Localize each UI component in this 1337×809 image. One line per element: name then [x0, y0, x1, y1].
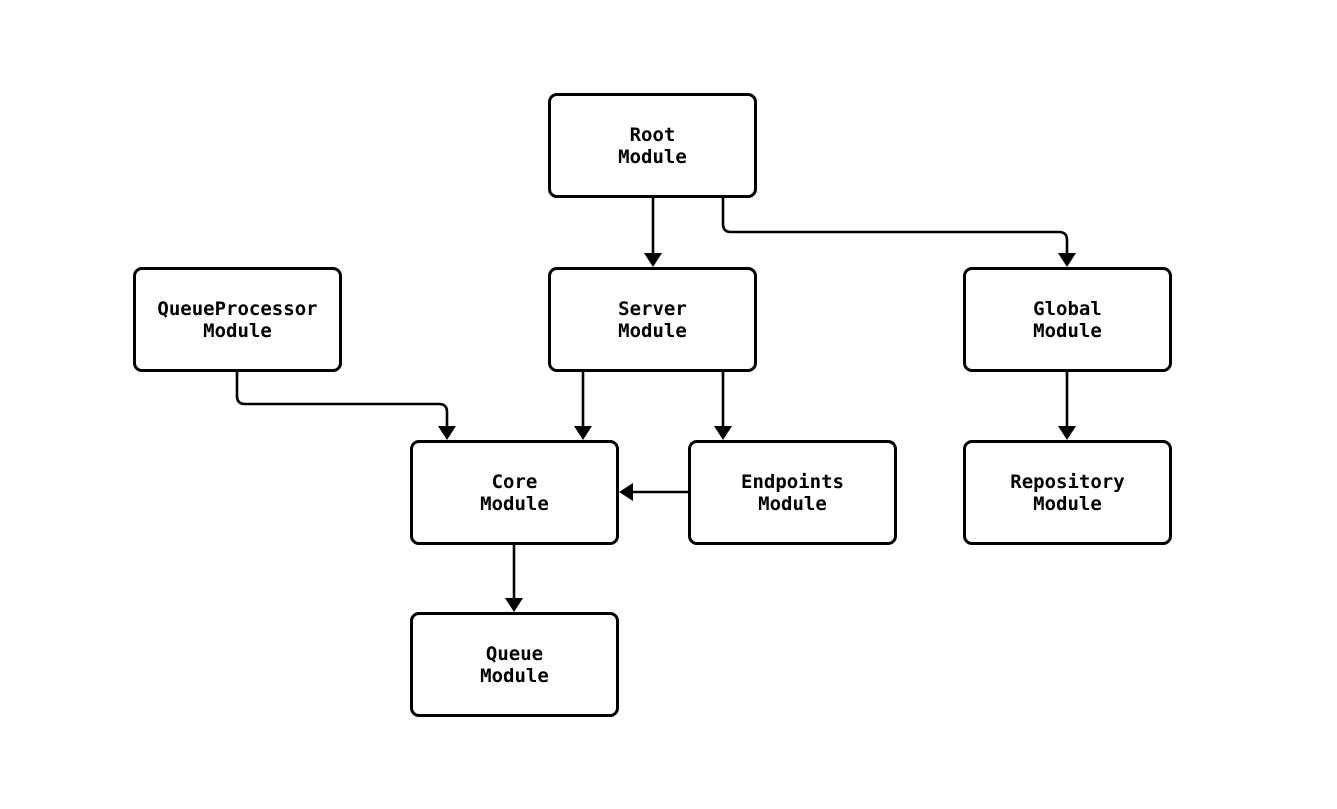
node-root-module-label: Root Module [618, 123, 687, 168]
edge-root-to-global [721, 198, 1076, 267]
node-repository-module: Repository Module [963, 440, 1172, 545]
node-repository-module-label: Repository Module [1010, 470, 1125, 515]
node-endpoints-module: Endpoints Module [688, 440, 897, 545]
node-root-module: Root Module [548, 93, 757, 198]
node-global-module: Global Module [963, 267, 1172, 372]
edge-queueprocessor-to-core [235, 372, 456, 440]
node-queueprocessor-module-label: QueueProcessor Module [157, 297, 318, 342]
node-server-module-label: Server Module [618, 297, 687, 342]
node-core-module-label: Core Module [480, 470, 549, 515]
node-queueprocessor-module: QueueProcessor Module [133, 267, 342, 372]
node-core-module: Core Module [410, 440, 619, 545]
node-endpoints-module-label: Endpoints Module [741, 470, 844, 515]
node-global-module-label: Global Module [1033, 297, 1102, 342]
node-queue-module-label: Queue Module [480, 642, 549, 687]
node-queue-module: Queue Module [410, 612, 619, 717]
node-server-module: Server Module [548, 267, 757, 372]
